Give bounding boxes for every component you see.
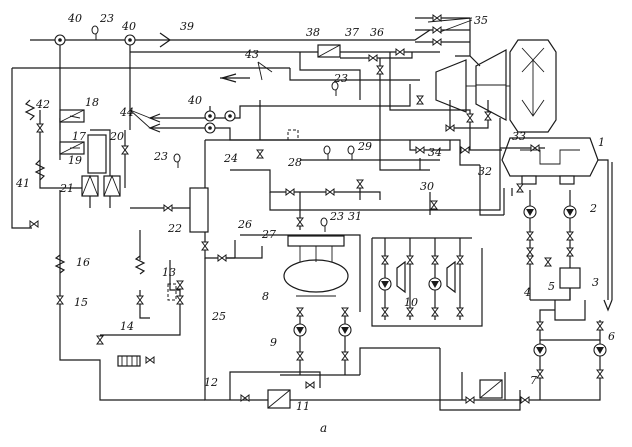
- label-5: 5: [548, 280, 555, 293]
- label-23: 23: [333, 72, 348, 85]
- label-24: 24: [223, 152, 238, 165]
- label-34: 34: [428, 146, 442, 159]
- label-2: 2: [589, 202, 597, 215]
- label-29: 29: [357, 140, 372, 153]
- label-23: 23: [329, 210, 344, 223]
- label-33: 33: [512, 130, 526, 143]
- label-37: 37: [345, 26, 359, 39]
- caption: а: [320, 421, 327, 435]
- labels: 40 23 40 39 38 37 36 35 43 23 40 44 42 1…: [15, 12, 615, 435]
- label-28: 28: [287, 156, 302, 169]
- label-20: 20: [109, 130, 124, 143]
- equipment: [24, 44, 581, 409]
- label-21: 21: [59, 182, 74, 195]
- label-41: 41: [15, 177, 30, 190]
- label-16: 16: [76, 256, 90, 269]
- label-7: 7: [530, 374, 537, 387]
- label-17: 17: [72, 130, 86, 143]
- label-26: 26: [237, 218, 252, 231]
- label-31: 31: [348, 210, 362, 223]
- label-18: 18: [85, 96, 99, 109]
- label-3: 3: [592, 276, 599, 289]
- label-30: 30: [420, 180, 434, 193]
- label-6: 6: [608, 330, 615, 343]
- label-43: 43: [244, 48, 259, 61]
- label-42: 42: [35, 98, 50, 111]
- label-23: 23: [153, 150, 168, 163]
- label-4: 4: [523, 286, 531, 299]
- label-11: 11: [296, 400, 310, 413]
- label-39: 39: [180, 20, 194, 33]
- label-23: 23: [99, 12, 114, 25]
- label-38: 38: [306, 26, 320, 39]
- label-10: 10: [404, 296, 418, 309]
- label-15: 15: [74, 296, 88, 309]
- label-27: 27: [261, 228, 276, 241]
- label-36: 36: [370, 26, 384, 39]
- label-35: 35: [474, 14, 488, 27]
- label-40: 40: [121, 20, 136, 33]
- label-40: 40: [67, 12, 82, 25]
- label-32: 32: [478, 165, 492, 178]
- relief-valves: [91, 25, 355, 233]
- label-14: 14: [120, 320, 134, 333]
- label-9: 9: [270, 336, 277, 349]
- condenser: [501, 137, 599, 185]
- label-40: 40: [187, 94, 202, 107]
- label-1: 1: [598, 136, 605, 149]
- label-8: 8: [262, 290, 269, 303]
- turbine: [435, 39, 557, 133]
- label-25: 25: [211, 310, 226, 323]
- label-22: 22: [167, 222, 182, 235]
- label-12: 12: [204, 376, 218, 389]
- leader-lines: [69, 17, 473, 149]
- label-44: 44: [119, 106, 134, 119]
- label-13: 13: [162, 266, 176, 279]
- label-19: 19: [68, 154, 82, 167]
